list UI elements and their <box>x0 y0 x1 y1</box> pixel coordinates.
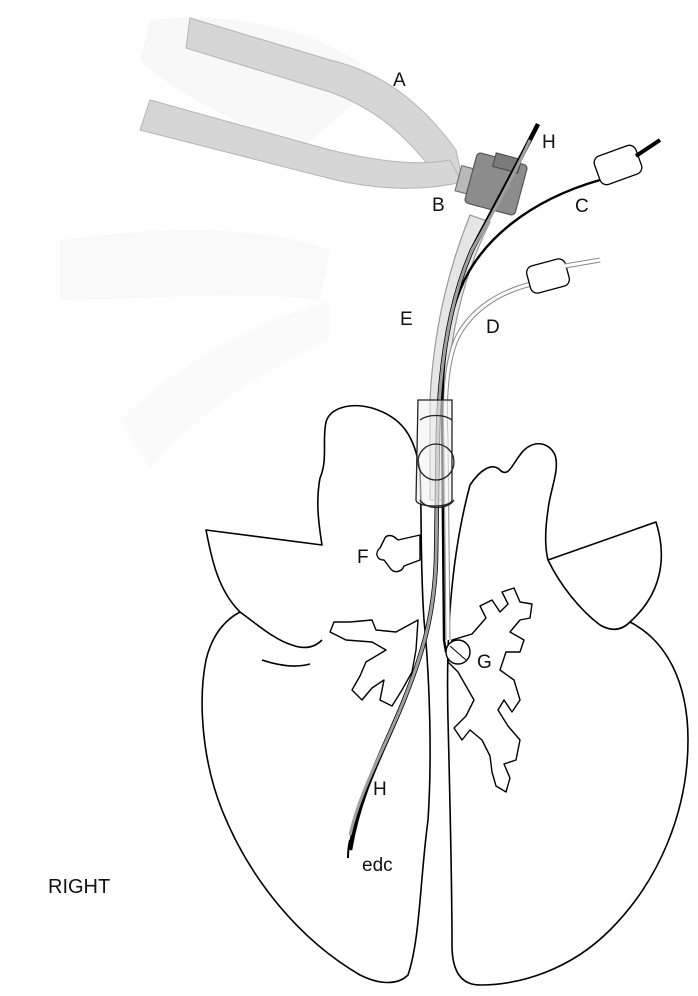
tracheal-cuff <box>416 400 454 508</box>
right-lung-fissure <box>240 612 322 666</box>
left-lung-fissure <box>548 560 630 629</box>
left-bronchial-tree <box>448 588 532 792</box>
label-g: G <box>477 652 492 673</box>
label-right-side: RIGHT <box>48 876 110 898</box>
label-h-bottom: H <box>373 779 387 800</box>
label-a: A <box>393 70 406 91</box>
balloon-g <box>446 640 470 664</box>
label-d: D <box>486 317 500 338</box>
label-e: E <box>400 309 413 330</box>
label-f: F <box>357 547 369 568</box>
label-edc: edc <box>362 855 393 876</box>
right-bronchial-tree <box>330 535 420 706</box>
label-h-top: H <box>542 132 556 153</box>
label-b: B <box>432 195 445 216</box>
label-c: C <box>575 196 589 217</box>
catheter-d <box>445 257 600 640</box>
